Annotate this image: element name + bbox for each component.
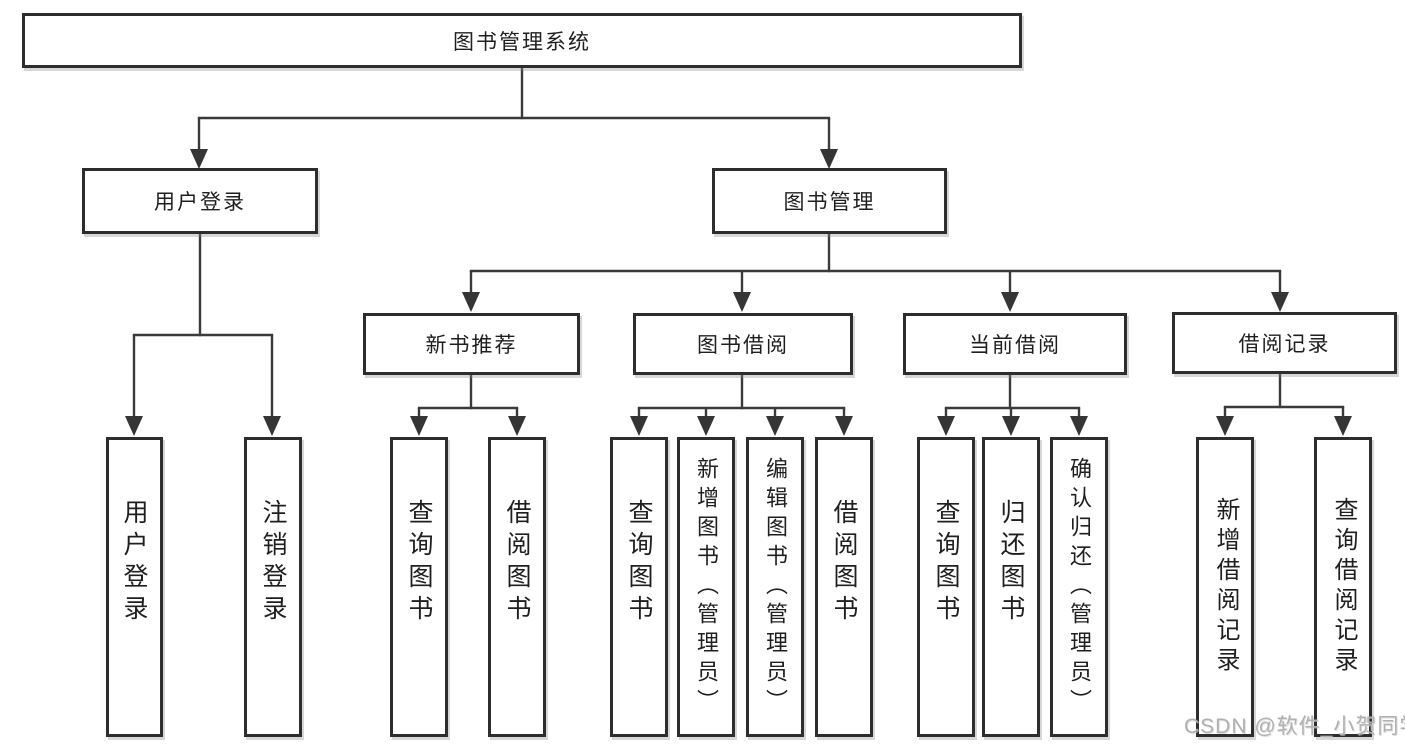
node-edit-books-admin: 编辑图书（管理员） bbox=[746, 437, 804, 737]
node-new-book-recommend: 新书推荐 bbox=[363, 313, 580, 375]
node-query-books-recommend: 查询图书 bbox=[390, 437, 448, 737]
node-add-borrow-record: 新增借阅记录 bbox=[1196, 437, 1254, 737]
node-user-login-leaf: 用户登录 bbox=[106, 437, 163, 737]
node-borrow-books-recommend: 借阅图书 bbox=[488, 437, 546, 737]
node-library-system: 图书管理系统 bbox=[22, 13, 1022, 68]
node-add-books-admin: 新增图书（管理员） bbox=[677, 437, 735, 737]
node-book-borrowing: 图书借阅 bbox=[633, 313, 853, 375]
node-user-login: 用户登录 bbox=[82, 168, 318, 234]
node-return-books: 归还图书 bbox=[982, 437, 1040, 737]
node-query-borrow-record: 查询借阅记录 bbox=[1314, 437, 1372, 737]
watermark: CSDN @软件_小贺同学 bbox=[1184, 715, 1405, 738]
node-borrow-books-borrowing: 借阅图书 bbox=[815, 437, 873, 737]
node-query-books-current: 查询图书 bbox=[917, 437, 975, 737]
node-query-books-borrowing: 查询图书 bbox=[610, 437, 668, 737]
node-confirm-return-admin: 确认归还（管理员） bbox=[1050, 437, 1108, 737]
node-logout: 注销登录 bbox=[244, 437, 302, 737]
node-current-borrowing: 当前借阅 bbox=[903, 313, 1127, 375]
node-book-management: 图书管理 bbox=[712, 168, 947, 234]
node-borrowing-records: 借阅记录 bbox=[1172, 312, 1397, 374]
